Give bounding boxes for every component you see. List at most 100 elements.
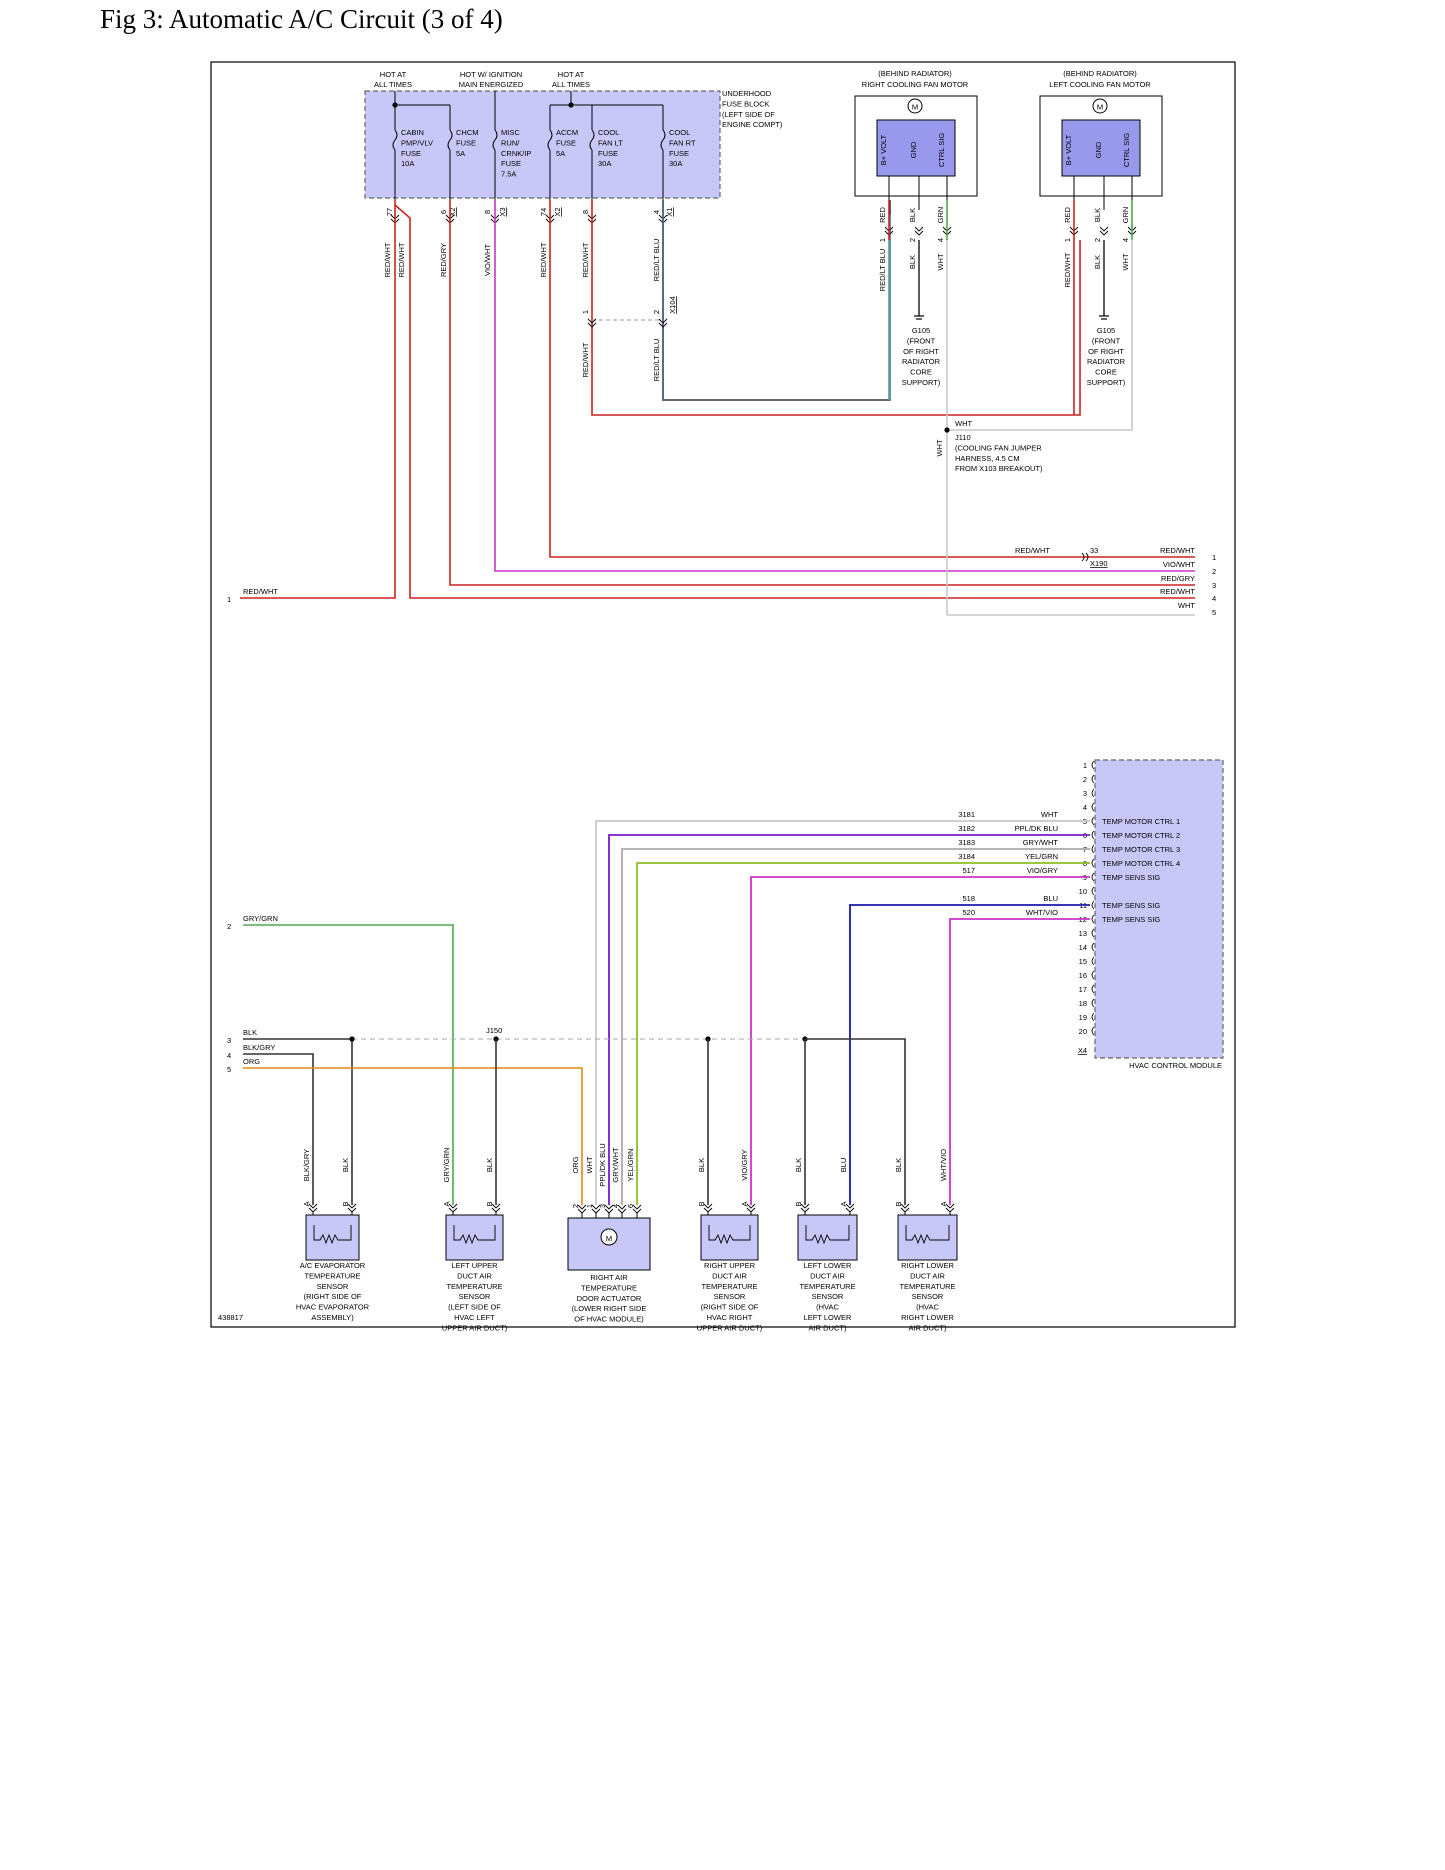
connector-name: X3 xyxy=(498,207,507,216)
pin-label: A xyxy=(740,1201,749,1206)
wire-color-label: WHT xyxy=(955,419,972,428)
wire-color-label: RED/WHT xyxy=(581,242,590,277)
sensor-label: (LEFT SIDE OF xyxy=(448,1303,501,1312)
wire-color-label: RED xyxy=(1063,207,1072,223)
wire-vio-gry xyxy=(750,876,1090,1205)
fuse-label: PMP/VLV xyxy=(401,138,433,147)
wire-color-label: BLK xyxy=(894,1158,903,1172)
connector-symbol xyxy=(1091,872,1095,882)
sensor-label: LEFT LOWER xyxy=(804,1261,852,1270)
wire-color-label: RED/WHT xyxy=(397,242,406,277)
wire-red-wht xyxy=(240,200,396,599)
sensor-label: HVAC LEFT xyxy=(454,1313,495,1322)
pin-number: 1 xyxy=(1083,761,1087,770)
connector-symbol xyxy=(1091,816,1095,826)
wire-blu xyxy=(849,904,1090,1205)
wire-red-wht xyxy=(549,200,1080,558)
pin-label: B xyxy=(341,1201,350,1206)
wire-color-label: GRN xyxy=(936,207,945,224)
actuator-label: RIGHT AIR xyxy=(590,1273,628,1282)
actuator-label: DOOR ACTUATOR xyxy=(577,1294,642,1303)
hvac-signal-label: TEMP MOTOR CTRL 1 xyxy=(1102,817,1180,826)
fuse-label: 10A xyxy=(401,159,414,168)
wire-red-wht xyxy=(394,204,1195,599)
pin-number: 4 xyxy=(652,210,661,214)
wire-color-label: BLK/GRY xyxy=(302,1149,311,1181)
fuse-block-label: FUSE BLOCK xyxy=(722,99,770,108)
wire-color-label: BLU xyxy=(1043,894,1058,903)
connector-symbol xyxy=(1091,956,1095,966)
wire-color-label: RED/WHT xyxy=(539,242,548,277)
pin-number: 6 xyxy=(626,1204,635,1208)
connector-symbol xyxy=(703,1203,713,1213)
connector-symbol xyxy=(1091,760,1095,770)
sensor-label: SENSOR xyxy=(459,1292,491,1301)
pin-number: 4 xyxy=(611,1204,620,1208)
wire-wht xyxy=(595,820,1090,1205)
connector-symbol xyxy=(1091,998,1095,1008)
fan-motor-label: LEFT COOLING FAN MOTOR xyxy=(1049,80,1151,89)
motor-icon xyxy=(1092,98,1108,114)
ground-label: OF RIGHT xyxy=(903,347,939,356)
wire-color-label: RED/LT BLU xyxy=(652,339,661,382)
fuse-label: COOL xyxy=(598,128,619,137)
connector-symbol xyxy=(347,1203,357,1213)
page-reference: 3 xyxy=(227,1036,231,1045)
connector-symbol xyxy=(914,226,924,236)
pin-number: 74 xyxy=(539,208,548,216)
ground-label: (FRONT xyxy=(907,336,936,345)
temperature-sensor xyxy=(897,1214,958,1261)
sensor-label: DUCT AIR xyxy=(457,1271,492,1280)
hvac-signal-label: TEMP MOTOR CTRL 4 xyxy=(1102,859,1180,868)
connector-symbol xyxy=(448,1203,458,1213)
hvac-signal-label: TEMP MOTOR CTRL 2 xyxy=(1102,831,1180,840)
wire-color-label: BLK xyxy=(697,1158,706,1172)
power-label-hot-with-ignition: HOT W/ IGNITION xyxy=(460,70,522,79)
j110-label: J110 xyxy=(955,433,971,442)
pin-number: 2 xyxy=(908,238,917,242)
power-label-hot-at-all-times: ALL TIMES xyxy=(374,80,412,89)
actuator-label: TEMPERATURE xyxy=(581,1283,637,1292)
pin-number: 77 xyxy=(385,208,394,216)
circuit-number: 517 xyxy=(962,866,975,875)
wire-color-label: PPL/DK BLU xyxy=(598,1143,607,1186)
sensor-label: TEMPERATURE xyxy=(799,1282,855,1291)
connector-symbol xyxy=(1091,984,1095,994)
wire-color-label: WHT/VIO xyxy=(1026,908,1058,917)
pin-number: 13 xyxy=(1079,929,1087,938)
sensor-label: HVAC EVAPORATOR xyxy=(296,1303,370,1312)
wire-color-label: WHT xyxy=(936,253,945,270)
wire-color-label: RED/LT BLU xyxy=(878,249,887,292)
fuse-icon xyxy=(660,129,666,151)
sensor-label: LEFT UPPER xyxy=(451,1261,498,1270)
terminal-label: CTRL SIG xyxy=(937,133,946,167)
sensor-label: AIR DUCT) xyxy=(909,1323,947,1332)
pin-number: 1 xyxy=(878,238,887,242)
fuse-icon xyxy=(589,129,595,151)
sensor-label: RIGHT UPPER xyxy=(704,1261,756,1270)
wire-red-lt-blu xyxy=(662,200,891,401)
circuit-number: 3183 xyxy=(958,838,975,847)
fuse-label: 7.5A xyxy=(501,170,516,179)
ground-label: SUPPORT) xyxy=(902,378,941,387)
connector-symbol xyxy=(658,318,668,328)
circuit-number: 520 xyxy=(962,908,975,917)
sensor-label: HVAC RIGHT xyxy=(707,1313,753,1322)
ground-label: SUPPORT) xyxy=(1087,378,1126,387)
ground-label: RADIATOR xyxy=(902,357,941,366)
thermistor-icon xyxy=(805,1225,850,1245)
sensor-label: RIGHT LOWER xyxy=(901,1313,954,1322)
pin-number: 17 xyxy=(1079,985,1087,994)
pin-number: 3 xyxy=(598,1204,607,1208)
sensor-label: A/C EVAPORATOR xyxy=(300,1261,366,1270)
ground-label: G105 xyxy=(1097,326,1115,335)
wire-color-label: RED/WHT xyxy=(1015,546,1050,555)
wire-blk-gry xyxy=(243,1053,314,1205)
fuse-label: 30A xyxy=(669,159,682,168)
sensor-label: UPPER AIR DUCT) xyxy=(697,1323,763,1332)
page-reference: 5 xyxy=(227,1065,231,1074)
thermistor-icon xyxy=(313,1225,352,1245)
fuse-label: COOL xyxy=(669,128,690,137)
connector-symbol xyxy=(1091,928,1095,938)
